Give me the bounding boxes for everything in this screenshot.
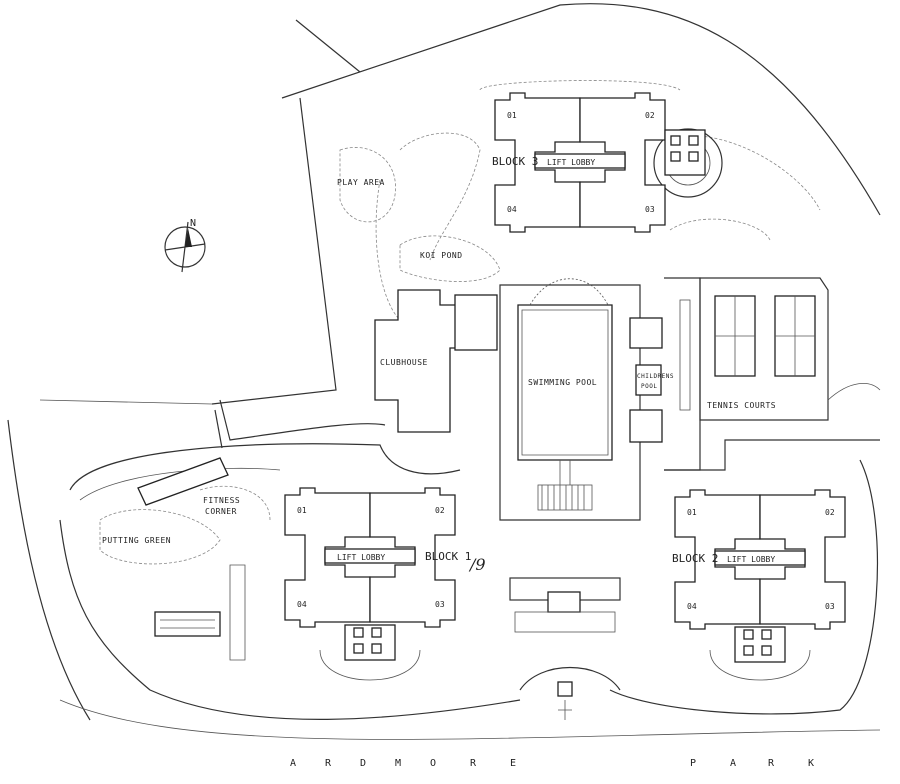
road-letter: K bbox=[808, 758, 814, 769]
road-letter: P bbox=[690, 758, 696, 769]
block-1: LIFT LOBBY 01 02 03 04 BLOCK 1/9 bbox=[284, 487, 486, 661]
road-letter: A bbox=[730, 758, 736, 769]
driveway bbox=[59, 443, 879, 720]
lift-lobby-label: LIFT LOBBY bbox=[727, 555, 775, 564]
block-2: LIFT LOBBY 01 02 03 04 BLOCK 2 bbox=[672, 489, 846, 663]
residential-blocks: LIFT LOBBY 01 02 03 04 BLOCK 3 LIFT LOBBY 01 02 0… bbox=[284, 92, 846, 663]
koi-pond-label: KOI POND bbox=[420, 251, 463, 260]
north-label: N bbox=[190, 218, 196, 229]
clubhouse: CLUBHOUSE bbox=[374, 289, 498, 433]
fitness-corner-label: FITNESS bbox=[203, 496, 240, 505]
tennis-courts: TENNIS COURTS bbox=[664, 277, 881, 471]
unit-number: 03 bbox=[825, 602, 835, 611]
road-letter: A bbox=[290, 758, 296, 769]
lift-lobby-label: LIFT LOBBY bbox=[547, 158, 595, 167]
unit-number: 01 bbox=[507, 111, 517, 120]
childrens-pool-label: CHILDRENS bbox=[637, 373, 674, 380]
landscape-paths bbox=[99, 80, 821, 565]
road-letter: R bbox=[325, 758, 332, 769]
lift-lobby-label: LIFT LOBBY bbox=[337, 553, 385, 562]
unit-number: 01 bbox=[297, 506, 307, 515]
road-letter: R bbox=[470, 758, 477, 769]
swimming-pool: SWIMMING POOL CHILDRENS POOL bbox=[499, 278, 674, 633]
putting-green-label: PUTTING GREEN bbox=[102, 536, 171, 545]
fitness-corner-label-2: CORNER bbox=[205, 507, 237, 516]
road-letter: O bbox=[430, 758, 436, 769]
fitness-corner: FITNESS CORNER PUTTING GREEN bbox=[102, 457, 240, 637]
tennis-courts-label: TENNIS COURTS bbox=[707, 401, 776, 410]
block-3: LIFT LOBBY 01 02 03 04 BLOCK 3 bbox=[492, 92, 706, 233]
north-arrow: N bbox=[164, 218, 206, 273]
road-letter: E bbox=[510, 758, 516, 769]
unit-number: 03 bbox=[435, 600, 445, 609]
road-letter: D bbox=[360, 758, 366, 769]
swimming-pool-label: SWIMMING POOL bbox=[528, 378, 597, 387]
unit-number: 02 bbox=[435, 506, 445, 515]
block-name: BLOCK 2 bbox=[672, 552, 718, 565]
unit-number: 04 bbox=[297, 600, 307, 609]
clubhouse-label: CLUBHOUSE bbox=[380, 358, 428, 367]
road-letter: M bbox=[395, 758, 401, 769]
play-area-label: PLAY AREA bbox=[337, 178, 385, 187]
unit-number: 04 bbox=[507, 205, 517, 214]
block-name: BLOCK 3 bbox=[492, 155, 538, 168]
site-boundary bbox=[7, 3, 881, 740]
childrens-pool-label-2: POOL bbox=[641, 383, 657, 390]
unit-number: 02 bbox=[825, 508, 835, 517]
block-annotation: /9 bbox=[468, 555, 486, 574]
block-name: BLOCK 1 bbox=[425, 550, 471, 563]
road-letter: R bbox=[768, 758, 775, 769]
unit-number: 02 bbox=[645, 111, 655, 120]
unit-number: 04 bbox=[687, 602, 697, 611]
unit-number: 03 bbox=[645, 205, 655, 214]
unit-number: 01 bbox=[687, 508, 697, 517]
